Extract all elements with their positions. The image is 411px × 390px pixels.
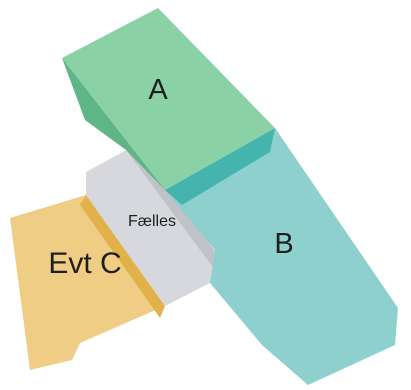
block-c-front <box>80 195 165 318</box>
shared-region-top <box>86 150 215 306</box>
block-a <box>62 8 275 190</box>
block-c-label: Evt C <box>48 247 121 280</box>
block-c-top <box>10 195 165 370</box>
shared-region-label: Fælles <box>128 213 176 230</box>
block-b-label: B <box>274 228 293 260</box>
block-c <box>10 195 165 370</box>
shared-region <box>86 150 215 306</box>
shared-region-side <box>126 150 215 270</box>
block-b-top <box>165 128 398 385</box>
block-a-label: A <box>148 74 168 106</box>
block-a-side <box>62 58 165 190</box>
block-b <box>165 128 398 385</box>
block-a-top <box>62 8 275 190</box>
block-b-side <box>165 128 275 205</box>
